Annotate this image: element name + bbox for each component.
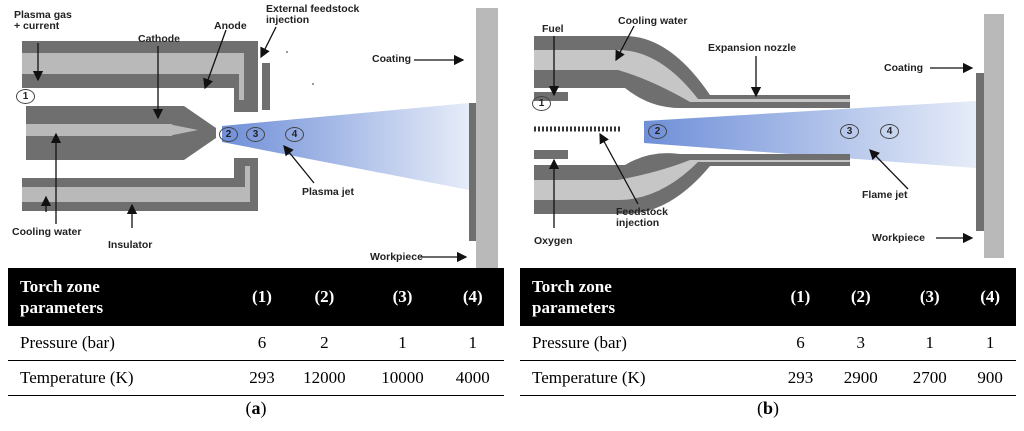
table-cell: 1 <box>925 333 935 352</box>
column-header: (3) <box>919 287 940 306</box>
table-cell: 900 <box>977 368 1003 387</box>
coating-layer <box>469 103 476 241</box>
anode-label: Anode <box>214 20 247 32</box>
zone-4-marker: 4 <box>285 127 304 142</box>
caption-b: (b) <box>756 398 779 418</box>
plasma-torch-parameters-table: Torch zone parameters (1) (2) (3) (4) Pr… <box>8 268 504 396</box>
workpiece-label: Workpiece <box>370 251 423 263</box>
column-header: (2) <box>850 287 871 306</box>
coating-layer <box>976 73 984 231</box>
zone-3-marker: 3 <box>246 127 265 142</box>
zone-3-marker: 3 <box>840 124 859 139</box>
cathode-label: Cathode <box>138 33 180 45</box>
column-header: (3) <box>392 287 413 306</box>
table-row: Pressure (bar) 6 2 1 1 <box>8 326 504 361</box>
cathode <box>26 106 216 160</box>
table-cell: 6 <box>257 333 267 352</box>
coating-label: Coating <box>372 53 412 65</box>
table-cell: 293 <box>249 368 275 387</box>
panel-flame-torch: Fuel Cooling water Expansion nozzle Coat… <box>520 0 1016 431</box>
flame-jet <box>644 101 976 168</box>
flame-torch-schematic <box>534 14 1004 258</box>
nozzle-upper <box>534 36 850 108</box>
zone-1-marker: 1 <box>532 96 551 111</box>
table-cell: 3 <box>856 333 866 352</box>
workpiece <box>984 14 1004 258</box>
column-header: (1) <box>790 287 811 306</box>
plasma-torch-diagram: Plasma gas + current Cathode Anode Exter… <box>8 0 504 268</box>
table-cell: 1 <box>398 333 407 352</box>
fuel-label: Fuel <box>542 23 564 35</box>
feedstock-injector <box>262 63 270 110</box>
row-label: Pressure (bar) <box>20 333 115 352</box>
table-header-title: Torch zone parameters <box>20 277 104 317</box>
column-header: (4) <box>980 287 1001 306</box>
cooling-water-label: Cooling water <box>618 15 688 27</box>
row-label: Temperature (K) <box>532 368 646 387</box>
caption-a: (a) <box>245 398 267 418</box>
row-label: Pressure (bar) <box>532 333 627 352</box>
table-cell: 4000 <box>455 368 490 387</box>
panel-plasma-torch: Plasma gas + current Cathode Anode Exter… <box>8 0 504 431</box>
coating-label: Coating <box>884 62 924 74</box>
plasma-jet-label: Plasma jet <box>302 186 354 198</box>
table-cell: 10000 <box>381 368 424 387</box>
nozzle-lower <box>534 153 850 214</box>
fuel-channel <box>534 92 568 101</box>
table-row: Pressure (bar) 6 3 1 1 <box>520 326 1016 361</box>
plasma-gas-label: Plasma gas + current <box>14 9 72 32</box>
table-cell: 1 <box>468 333 478 352</box>
table-header-title: Torch zone parameters <box>532 277 616 317</box>
table-row: Temperature (K) 293 2900 2700 900 <box>520 361 1016 396</box>
table-header-row: Torch zone parameters (1) (2) (3) (4) <box>520 268 1016 326</box>
zone-4-marker: 4 <box>880 124 899 139</box>
flame-torch-diagram: Fuel Cooling water Expansion nozzle Coat… <box>520 0 1016 268</box>
zone-1-marker: 1 <box>16 89 35 104</box>
column-header: (4) <box>462 287 483 306</box>
table-row: Temperature (K) 293 12000 10000 4000 <box>8 361 504 396</box>
anode-upper <box>22 41 258 112</box>
table-cell: 12000 <box>303 368 346 387</box>
expansion-nozzle-label: Expansion nozzle <box>708 42 797 54</box>
plasma-torch-schematic <box>22 8 498 268</box>
flame-torch-parameters-table: Torch zone parameters (1) (2) (3) (4) Pr… <box>520 268 1016 396</box>
column-header: (1) <box>252 287 272 306</box>
oxygen-channel <box>534 150 568 159</box>
plasma-jet <box>222 103 469 190</box>
workpiece <box>476 8 498 268</box>
table-header-row: Torch zone parameters (1) (2) (3) (4) <box>8 268 504 326</box>
row-label: Temperature (K) <box>20 368 134 387</box>
flame-jet-label: Flame jet <box>862 189 908 201</box>
zone-2-marker: 2 <box>219 127 238 142</box>
oxygen-label: Oxygen <box>534 235 573 247</box>
column-header: (2) <box>314 287 335 306</box>
table-cell: 2700 <box>912 368 947 387</box>
zone-2-marker: 2 <box>648 124 667 139</box>
table-cell: 2900 <box>843 368 878 387</box>
table-cell: 293 <box>787 368 814 387</box>
feedstock-injection-label: Feedstock injection <box>616 206 668 229</box>
table-cell: 6 <box>796 333 805 352</box>
insulator-label: Insulator <box>108 239 153 251</box>
table-cell: 2 <box>320 333 329 352</box>
table-cell: 1 <box>985 333 995 352</box>
external-feedstock-label: External feedstock injection <box>266 3 360 26</box>
workpiece-label: Workpiece <box>872 232 925 244</box>
anode-lower <box>22 158 258 211</box>
cooling-water-label: Cooling water <box>12 226 82 238</box>
